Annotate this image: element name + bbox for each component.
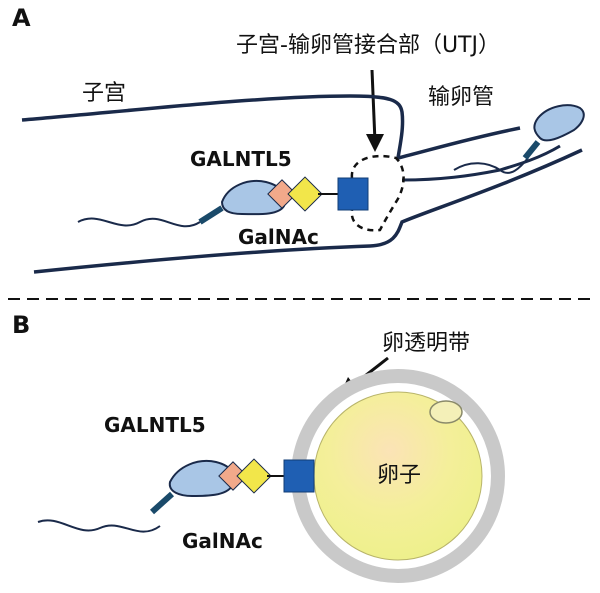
- zona-label: 卵透明带: [382, 331, 470, 356]
- oviduct-sperm-midpiece: [522, 140, 541, 160]
- galntl5-label-b: GALNTL5: [104, 413, 206, 437]
- glycan-square-b: [283, 459, 315, 493]
- galnac-diamond-b: [236, 458, 272, 494]
- egg-label: 卵子: [377, 463, 421, 488]
- galntl5-label-a: GALNTL5: [190, 147, 292, 171]
- oviduct-label: 输卵管: [428, 85, 494, 110]
- oviduct-sperm-tail: [453, 157, 529, 174]
- polar-body: [429, 400, 463, 424]
- panel-b-letter: B: [12, 311, 30, 339]
- uterus-upper-wall: [21, 94, 521, 161]
- galnac-label-b: GalNAc: [182, 529, 263, 553]
- utj-label: 子宫-输卵管接合部（UTJ）: [236, 33, 500, 58]
- galntl5-diamond-b: [218, 461, 248, 491]
- galntl5-diamond-a: [267, 179, 297, 209]
- sperm-b-midpiece: [149, 491, 175, 515]
- panel-a-letter: A: [12, 4, 31, 32]
- sperm-b-tail: [37, 519, 161, 533]
- galnac-diamond-a: [287, 176, 323, 212]
- sperm-a-midpiece: [198, 205, 224, 225]
- utj-arrow-head: [366, 134, 384, 152]
- uterus-lower-wall: [33, 148, 583, 274]
- uterus-label: 子宫: [82, 81, 126, 106]
- oviduct-sperm-head: [533, 104, 585, 142]
- galnac-label-a: GalNAc: [238, 225, 319, 249]
- glycan-square-a: [337, 177, 369, 211]
- sperm-a-tail: [77, 217, 201, 228]
- utj-arrow: [370, 69, 377, 143]
